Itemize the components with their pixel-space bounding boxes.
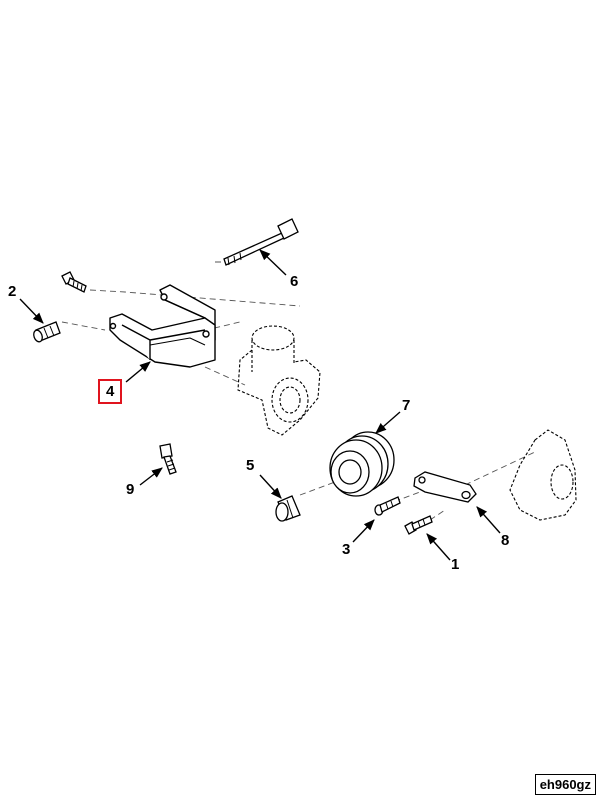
callout-3: 3 <box>342 541 351 558</box>
leader-arrow-3 <box>352 519 375 543</box>
callout-8: 8 <box>501 532 510 549</box>
leader-arrow-2 <box>19 298 44 324</box>
leader-arrow-1 <box>426 533 451 561</box>
part-2-bolt <box>61 271 87 293</box>
part-8-plate <box>413 471 477 503</box>
part-3-screw <box>374 496 401 516</box>
part-5-sleeve <box>275 495 301 522</box>
callout-2: 2 <box>8 283 17 300</box>
callout-4-highlighted: 4 <box>98 379 123 404</box>
leader-arrow-9 <box>139 467 163 486</box>
part-6-long-bolt <box>223 218 299 266</box>
water-outlet-housing <box>237 325 321 436</box>
assembly-guide-lines <box>61 261 536 521</box>
engine-housing-right <box>509 429 577 521</box>
leader-arrow-8 <box>476 506 501 534</box>
part-7-pulley <box>329 431 395 497</box>
leader-arrows <box>19 249 501 561</box>
callout-7: 7 <box>402 397 411 414</box>
leader-arrow-6 <box>259 249 287 276</box>
callout-6: 6 <box>290 273 299 290</box>
part-1-screw <box>404 515 433 535</box>
part-2-sleeve <box>33 321 61 343</box>
figure-id-label: eh960gz <box>534 774 596 795</box>
leader-arrow-7 <box>375 411 401 434</box>
part-4-bracket <box>109 284 216 368</box>
callout-9: 9 <box>126 481 135 498</box>
leader-arrow-4 <box>125 361 151 383</box>
callout-1: 1 <box>451 556 460 573</box>
leader-arrow-5 <box>259 474 282 499</box>
part-9-bolt <box>159 443 177 475</box>
callout-5: 5 <box>246 457 255 474</box>
